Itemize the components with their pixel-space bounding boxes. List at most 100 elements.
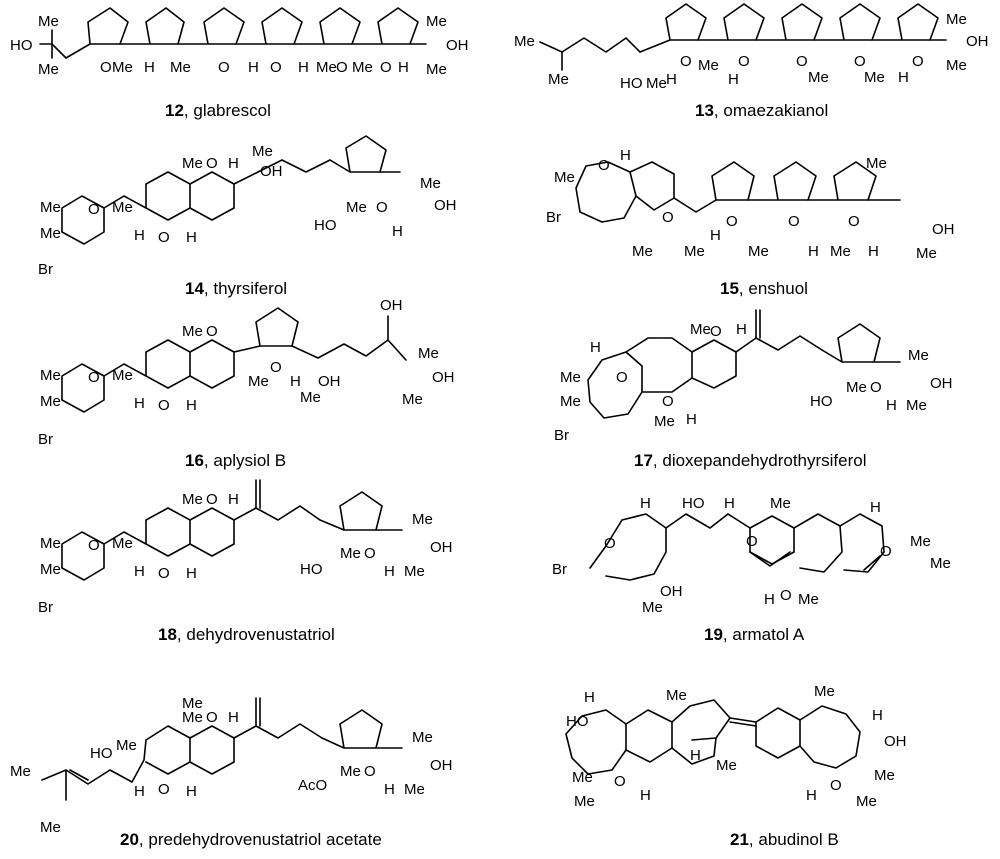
atom-me: Me: [866, 155, 887, 172]
compound-16-structure: Me Me O Me Br H O H Me O Me O H OH Me OH…: [38, 297, 455, 448]
compound-18-structure: Me Me O Me Br H O H Me O H HO Me O H Me …: [38, 479, 453, 616]
atom-oh: OH: [430, 539, 453, 556]
compound-number: 14: [185, 279, 204, 298]
atom-me: Me: [316, 59, 337, 76]
atom-br: Br: [38, 599, 53, 616]
atom-me: Me: [404, 563, 425, 580]
atom-me: Me: [846, 379, 867, 396]
atom-o: O: [854, 53, 866, 70]
atom-me: Me: [716, 757, 737, 774]
atom-me: Me: [856, 793, 877, 810]
atom-me: Me: [40, 225, 61, 242]
atom-o: O: [746, 533, 758, 550]
atom-o: O: [848, 213, 860, 230]
atom-me: Me: [40, 367, 61, 384]
compound-13-structure: Me Me HO Me O H Me O H O Me O Me O H Me …: [514, 3, 989, 92]
atom-o: O: [614, 773, 626, 790]
atom-oh: OH: [660, 583, 683, 600]
atom-oh: OH: [260, 163, 283, 180]
atom-me: Me: [182, 323, 203, 340]
atom-o: O: [158, 229, 170, 246]
atom-me: Me: [572, 769, 593, 786]
atom-me: Me: [916, 245, 937, 262]
atom-me: Me: [830, 243, 851, 260]
atom-h: H: [886, 397, 897, 414]
atom-me: Me: [514, 33, 535, 50]
atom-oh: OH: [930, 375, 953, 392]
atom-o: O: [880, 543, 892, 560]
atom-o: O: [738, 53, 750, 70]
atom-o: O: [88, 537, 100, 554]
atom-me: Me: [814, 683, 835, 700]
compound-name: dioxepandehydrothyrsiferol: [662, 451, 866, 470]
atom-oh: OH: [966, 33, 989, 50]
atom-me: Me: [426, 61, 447, 78]
atom-o: O: [158, 781, 170, 798]
atom-o: O: [158, 565, 170, 582]
atom-o: O: [158, 397, 170, 414]
atom-me: Me: [560, 369, 581, 386]
atom-br: Br: [554, 427, 569, 444]
atom-me: Me: [112, 199, 133, 216]
compound-name: thyrsiferol: [213, 279, 287, 298]
atom-ho: HO: [566, 713, 589, 730]
atom-o: O: [796, 53, 808, 70]
atom-me: Me: [642, 599, 663, 616]
atom-me: Me: [420, 175, 441, 192]
atom-br: Br: [552, 561, 567, 578]
atom-br: Br: [546, 209, 561, 226]
atom-h: H: [228, 155, 239, 172]
atom-h: H: [134, 395, 145, 412]
atom-ho: HO: [300, 561, 323, 578]
atom-o: O: [376, 199, 388, 216]
atom-h: H: [868, 243, 879, 260]
compound-14-structure: Me Me O Me Br H O H Me O H Me OH HO Me O…: [38, 135, 457, 278]
compound-number: 17: [634, 451, 653, 470]
atom-o: O: [830, 777, 842, 794]
atom-oh: OH: [380, 297, 403, 314]
atom-o: O: [270, 359, 282, 376]
atom-h: H: [298, 59, 309, 76]
atom-o: O: [218, 59, 230, 76]
atom-me: Me: [654, 413, 675, 430]
atom-me: Me: [574, 793, 595, 810]
atom-o: O: [604, 535, 616, 552]
atom-me: Me: [770, 495, 791, 512]
atom-o: O: [88, 369, 100, 386]
atom-ho: HO: [682, 495, 705, 512]
atom-me: Me: [182, 709, 203, 726]
atom-me: Me: [300, 389, 321, 406]
atom-o: O: [662, 209, 674, 226]
atom-o: O: [680, 53, 692, 70]
atom-me: Me: [908, 347, 929, 364]
atom-h: H: [186, 397, 197, 414]
atom-me: Me: [548, 71, 569, 88]
compound-19-caption: 19, armatol A: [704, 625, 805, 644]
atom-o: O: [206, 491, 218, 508]
compound-17-structure: H Me O Me Br Me O Me O H H HO Me O H Me …: [554, 309, 953, 444]
atom-h: H: [590, 339, 601, 356]
atom-h: H: [806, 787, 817, 804]
atom-h: H: [724, 495, 735, 512]
atom-h: H: [736, 321, 747, 338]
atom-oh: OH: [446, 37, 469, 54]
atom-h: H: [186, 229, 197, 246]
atom-h: H: [290, 373, 301, 390]
compound-13-caption: 13, omaezakianol: [695, 101, 828, 120]
atom-me: Me: [748, 243, 769, 260]
atom-h: H: [808, 243, 819, 260]
compound-name: omaezakianol: [723, 101, 828, 120]
atom-h: H: [728, 71, 739, 88]
atom-me: Me: [10, 763, 31, 780]
atom-o: O: [726, 213, 738, 230]
atom-h: H: [134, 227, 145, 244]
atom-oh: OH: [430, 757, 453, 774]
atom-me: Me: [910, 533, 931, 550]
atom-me: Me: [412, 729, 433, 746]
atom-me: Me: [112, 367, 133, 384]
atom-me: Me: [340, 763, 361, 780]
compound-number: 16: [185, 451, 204, 470]
atom-h: H: [764, 591, 775, 608]
atom-h: H: [134, 783, 145, 800]
compound-15-caption: 15, enshuol: [720, 279, 808, 298]
